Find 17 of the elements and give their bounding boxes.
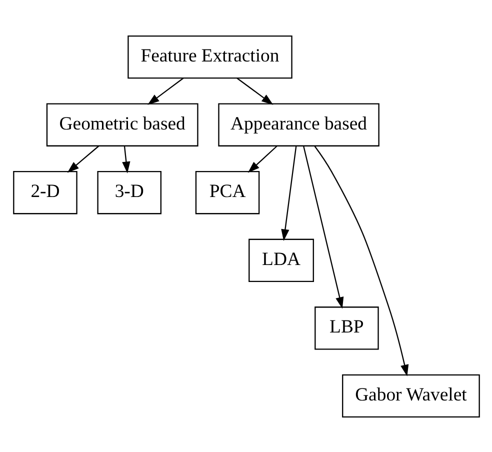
node-box: 2-D	[12, 170, 77, 214]
arrow	[314, 145, 408, 376]
node-box: Appearance based	[218, 102, 379, 146]
node-box: 3-D	[96, 170, 161, 214]
node-box: Feature Extraction	[127, 34, 292, 78]
arrow	[147, 77, 184, 104]
arrow	[302, 145, 344, 308]
arrow	[247, 145, 277, 172]
node-box: PCA	[194, 170, 260, 214]
node-box: Geometric based	[46, 102, 198, 146]
node-box: LBP	[314, 306, 378, 350]
arrow	[236, 77, 273, 104]
arrow	[66, 145, 99, 172]
arrow	[280, 146, 296, 240]
arrow	[122, 145, 130, 173]
node-box: Gabor Wavelet	[342, 374, 480, 418]
node-box: LDA	[248, 238, 314, 282]
